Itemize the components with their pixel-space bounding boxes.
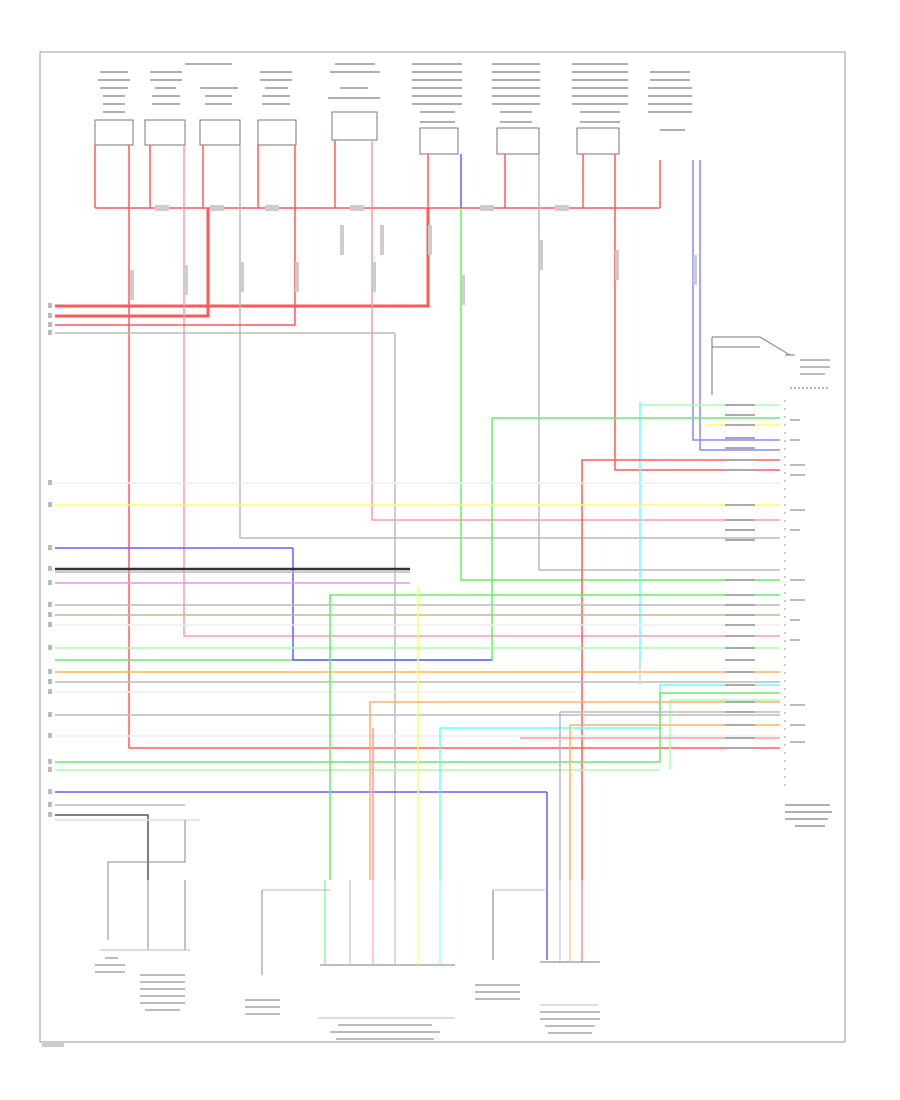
component-box [655,122,693,152]
ground-symbol-top-right [711,336,830,395]
component-box [199,119,241,146]
footer-mark [42,1043,64,1047]
bottom-center-connector [318,880,455,1040]
wire-labels [130,205,697,305]
component-box [419,127,459,155]
left-pin-labels [48,303,52,817]
component-box [144,119,186,146]
component-box [257,119,297,146]
bottom-right-connector [475,880,600,1034]
component-box [576,127,620,155]
component-box [331,111,378,141]
bottom-left-component [95,820,190,1011]
red-power-bus [94,140,661,209]
ground-symbol-center [245,889,330,1015]
top-components [94,111,693,155]
right-wires [329,586,780,960]
left-wires [55,332,780,880]
top-labels [98,63,692,131]
right-connector [725,400,832,827]
diagram-frame [39,51,846,1043]
component-box [94,119,134,146]
component-box [496,127,540,155]
